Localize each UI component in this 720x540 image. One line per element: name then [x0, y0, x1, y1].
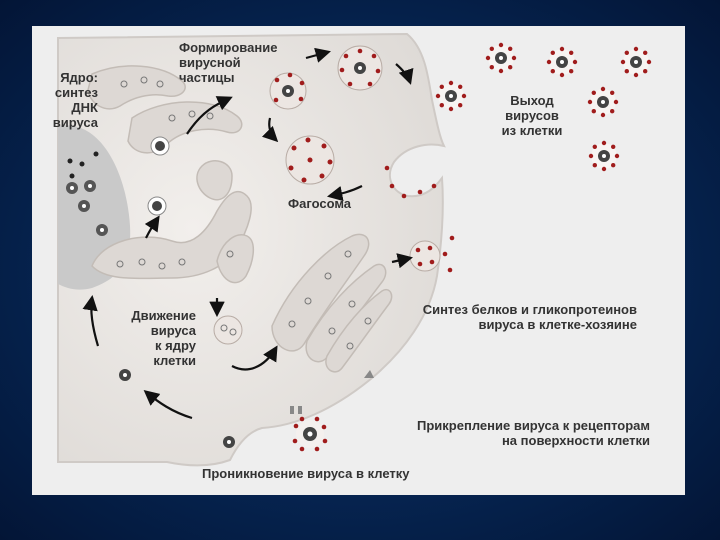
label-penetration: Проникновение вируса в клетку [202, 466, 410, 481]
label-nucleus: Ядро: синтез ДНК вируса [34, 70, 98, 130]
label-synthesis: Синтез белков и гликопротеинов вируса в … [352, 302, 637, 332]
virus-particle-icon [547, 47, 577, 77]
virus-penetrating [223, 436, 235, 448]
virus-particle-icon [589, 141, 619, 171]
label-attachment: Прикрепление вируса к рецепторам на пове… [332, 418, 650, 448]
label-movement: Движение вируса к ядру клетки [92, 308, 196, 368]
label-phagosome: Фагосома [288, 196, 351, 211]
virus-inside-3 [119, 369, 131, 381]
label-assembly: Формирование вирусной частицы [179, 40, 277, 85]
virus-particle-icon [486, 43, 516, 73]
virus-particle-icon [621, 47, 651, 77]
phagosome [286, 136, 334, 184]
virus-particle-icon [588, 87, 618, 117]
endosome [214, 316, 242, 344]
virus-inside-1 [151, 137, 169, 155]
virus-particle-icon [436, 81, 466, 111]
label-exit: Выход вирусов из клетки [484, 93, 580, 138]
virus-lifecycle-diagram: Ядро: синтез ДНК вируса Формирование вир… [32, 26, 685, 495]
secretory-vesicle [410, 241, 440, 271]
mature-vesicle [338, 46, 382, 90]
virus-inside-2 [148, 197, 166, 215]
